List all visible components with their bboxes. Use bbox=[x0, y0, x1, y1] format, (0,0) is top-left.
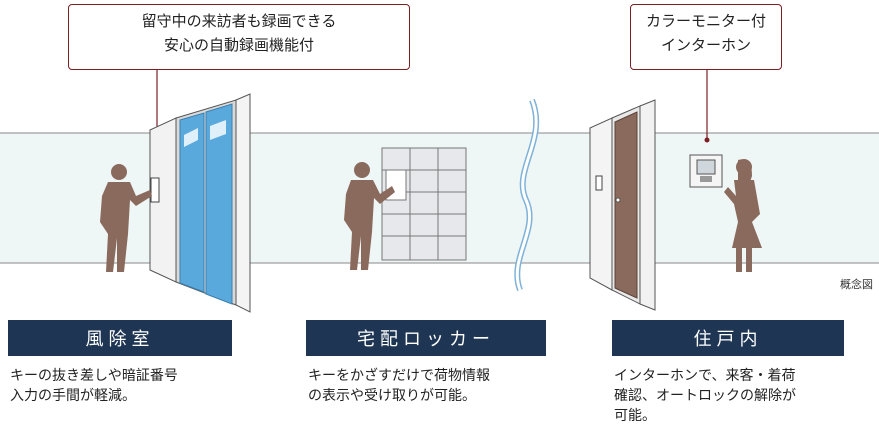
label-delivery-locker: 宅配ロッカー bbox=[306, 320, 546, 356]
intercom bbox=[689, 154, 723, 188]
callout-recording-line2: 安心の自動録画機能付 bbox=[163, 36, 314, 54]
callout-monitor: カラーモニター付 インターホン bbox=[630, 4, 782, 70]
desc-vestibule-line1: キーの抜き差しや暗証番号 bbox=[10, 368, 178, 384]
vestibule-door bbox=[149, 93, 251, 313]
apartment-door bbox=[589, 99, 656, 311]
desc-vestibule: キーの抜き差しや暗証番号 入力の手間が軽減。 bbox=[10, 366, 178, 406]
desc-apartment-line1: インターホンで、来客・着荷 bbox=[614, 368, 796, 384]
callout-recording: 留守中の来訪者も録画できる 安心の自動録画機能付 bbox=[68, 4, 410, 70]
callout-recording-line1: 留守中の来訪者も録画できる bbox=[141, 12, 337, 30]
desc-apartment: インターホンで、来客・着荷 確認、オートロックの解除が 可能。 bbox=[614, 366, 796, 426]
person-locker bbox=[344, 162, 395, 270]
concept-note: 概念図 bbox=[840, 278, 873, 291]
desc-delivery-locker: キーをかざすだけで荷物情報 の表示や受け取りが可能。 bbox=[308, 366, 490, 406]
key-panel bbox=[150, 177, 160, 203]
desc-delivery-locker-line2: の表示や受け取りが可能。 bbox=[308, 388, 476, 404]
person-vestibule bbox=[100, 164, 152, 272]
desc-vestibule-line2: 入力の手間が軽減。 bbox=[10, 388, 136, 404]
label-vestibule: 風除室 bbox=[8, 320, 232, 356]
desc-apartment-line2: 確認、オートロックの解除が bbox=[614, 388, 796, 404]
callout-monitor-line1: カラーモニター付 bbox=[645, 12, 766, 30]
delivery-locker bbox=[381, 147, 467, 261]
callout-monitor-line2: インターホン bbox=[660, 36, 751, 54]
desc-delivery-locker-line1: キーをかざすだけで荷物情報 bbox=[308, 368, 490, 384]
desc-apartment-line3: 可能。 bbox=[614, 408, 656, 424]
person-intercom bbox=[724, 159, 762, 272]
label-apartment: 住戸内 bbox=[612, 320, 844, 356]
